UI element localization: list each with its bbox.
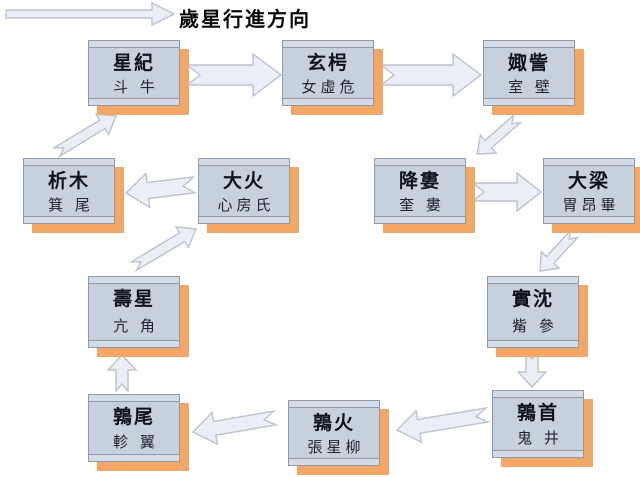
station-box-shouxing: 壽星 亢 角	[88, 276, 180, 348]
station-mansions: 箕 尾	[48, 198, 94, 214]
arrow-shichen-to-chunshou	[516, 350, 548, 389]
station-box-ximu: 析木 箕 尾	[23, 158, 115, 224]
station-name: 星紀	[112, 53, 155, 74]
station-mansions: 亢 角	[113, 319, 159, 335]
box-bottom-strip	[484, 98, 574, 105]
box-bottom-strip	[544, 216, 634, 223]
direction-arrow	[5, 1, 176, 27]
box-top-strip	[375, 159, 465, 166]
station-name: 大火	[222, 171, 265, 192]
station-name: 鶉火	[312, 413, 355, 434]
arrow-juzi-to-jianglou	[476, 113, 523, 155]
station-mansions: 女虛危	[301, 80, 359, 96]
box-top-strip	[89, 395, 179, 402]
arrow-jianglou-to-daliang	[471, 171, 543, 213]
station-name: 降婁	[398, 171, 441, 192]
station-box-chunwei: 鶉尾 軫 翼	[88, 394, 180, 462]
box-top-strip	[89, 41, 179, 48]
arrow-dahuo-to-ximu	[124, 171, 198, 209]
station-box-chunshou: 鶉首 鬼 井	[492, 390, 584, 458]
arrow-chunwei-to-shouxing	[106, 353, 138, 393]
station-name: 析木	[47, 171, 90, 192]
station-name: 壽星	[112, 289, 155, 310]
box-bottom-strip	[488, 340, 578, 347]
station-mansions: 斗 牛	[113, 80, 159, 96]
arrow-chunhuo-to-chunwei	[191, 410, 279, 446]
station-box-chunhuo: 鶉火 張星柳	[288, 400, 380, 466]
arrow-xuanxiao-to-juzi	[378, 52, 483, 98]
station-name: 玄枵	[306, 53, 349, 74]
box-top-strip	[484, 41, 574, 48]
box-top-strip	[283, 41, 373, 48]
box-top-strip	[488, 277, 578, 284]
station-box-dahuo: 大火 心房氏	[198, 158, 290, 224]
arrow-daliang-to-shichen	[539, 228, 580, 272]
station-mansions: 心房氏	[217, 198, 275, 214]
station-box-jianglou: 降婁 奎 婁	[374, 158, 466, 224]
box-bottom-strip	[89, 454, 179, 461]
station-name: 實沈	[511, 289, 554, 310]
station-box-daliang: 大梁 胃昂畢	[543, 158, 635, 224]
box-top-strip	[24, 159, 114, 166]
box-bottom-strip	[283, 98, 373, 105]
arrow-ximu-to-xingji	[51, 113, 117, 159]
box-top-strip	[89, 277, 179, 284]
station-name: 娵訾	[507, 53, 550, 74]
box-bottom-strip	[493, 450, 583, 457]
box-bottom-strip	[89, 340, 179, 347]
box-bottom-strip	[289, 458, 379, 465]
station-mansions: 室 壁	[508, 80, 554, 96]
station-mansions: 軫 翼	[113, 435, 159, 451]
station-mansions: 鬼 井	[517, 431, 563, 447]
station-name: 鶉首	[516, 403, 559, 424]
box-bottom-strip	[24, 216, 114, 223]
station-box-shichen: 實沈 觜 參	[487, 276, 579, 348]
station-mansions: 胃昂畢	[562, 198, 620, 214]
box-top-strip	[493, 391, 583, 398]
station-mansions: 張星柳	[307, 440, 365, 456]
arrow-xingji-to-xuanxiao	[184, 52, 283, 98]
station-box-xuanxiao: 玄枵 女虛危	[282, 40, 374, 106]
arrow-shouxing-to-dahuo	[128, 226, 198, 273]
box-top-strip	[544, 159, 634, 166]
arrow-chunshou-to-chunhuo	[395, 407, 491, 444]
station-name: 鶉尾	[112, 407, 155, 428]
station-mansions: 觜 參	[512, 319, 558, 335]
box-bottom-strip	[199, 216, 289, 223]
page-title: 歲星行進方向	[179, 9, 311, 31]
station-mansions: 奎 婁	[399, 198, 445, 214]
box-bottom-strip	[89, 98, 179, 105]
box-top-strip	[289, 401, 379, 408]
station-name: 大梁	[567, 171, 610, 192]
station-box-xingji: 星紀 斗 牛	[88, 40, 180, 106]
station-box-juzi: 娵訾 室 壁	[483, 40, 575, 106]
box-bottom-strip	[375, 216, 465, 223]
box-top-strip	[199, 159, 289, 166]
